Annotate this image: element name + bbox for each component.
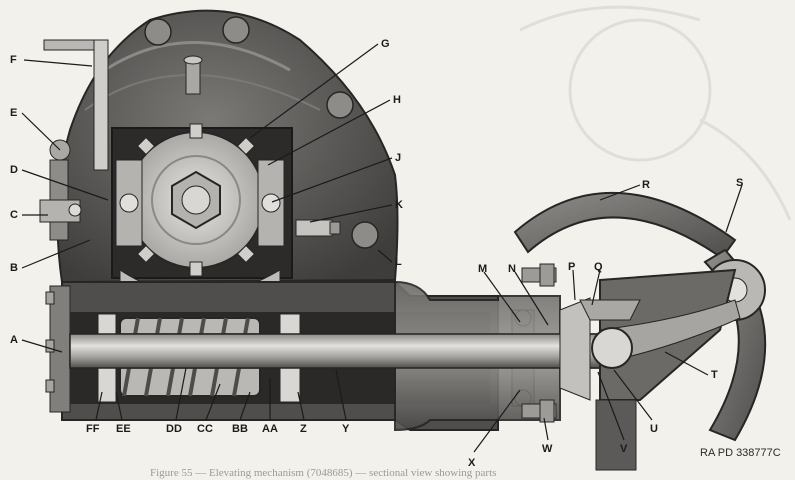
- label-H: H: [393, 94, 401, 106]
- label-R: R: [642, 179, 650, 191]
- adjust-screw: [295, 219, 341, 237]
- label-CC: CC: [197, 423, 213, 435]
- spur-gear: [119, 123, 273, 277]
- figure-credit: RA PD 338777C: [700, 447, 781, 459]
- label-Z: Z: [300, 423, 307, 435]
- label-U: U: [650, 423, 658, 435]
- label-Y: Y: [342, 423, 350, 435]
- label-S: S: [736, 177, 743, 189]
- ghost-background: [519, 5, 792, 221]
- label-B: B: [10, 262, 18, 274]
- label-P: P: [568, 261, 575, 273]
- tube-extension: [69, 280, 611, 432]
- label-FF: FF: [86, 423, 100, 435]
- left-pinion: [115, 159, 143, 247]
- label-DD: DD: [166, 423, 182, 435]
- label-X: X: [468, 457, 476, 469]
- label-F: F: [10, 54, 17, 66]
- label-L: L: [395, 256, 402, 268]
- right-pinion: [257, 159, 285, 247]
- label-N: N: [508, 263, 516, 275]
- gear-cavity: [111, 123, 293, 307]
- label-BB: BB: [232, 423, 248, 435]
- label-T: T: [711, 369, 718, 381]
- figure-caption: Figure 55 — Elevating mechanism (7048685…: [150, 467, 496, 479]
- label-G: G: [381, 38, 390, 50]
- label-AA: AA: [262, 423, 278, 435]
- label-A: A: [10, 334, 18, 346]
- label-EE: EE: [116, 423, 131, 435]
- callout-labels: F G E H D J C K B L R S M N P Q A T FF E…: [10, 38, 743, 469]
- label-D: D: [10, 164, 18, 176]
- label-M: M: [478, 263, 487, 275]
- label-E: E: [10, 107, 17, 119]
- label-J: J: [395, 152, 401, 164]
- label-W: W: [542, 443, 553, 455]
- bevel-gears: [559, 297, 641, 401]
- label-Q: Q: [594, 261, 603, 273]
- label-K: K: [395, 199, 403, 211]
- flange-bolts: [521, 263, 557, 423]
- label-V: V: [620, 443, 628, 455]
- label-C: C: [10, 209, 18, 221]
- callout-leaders: [21, 43, 743, 453]
- crank-handle: [43, 39, 109, 171]
